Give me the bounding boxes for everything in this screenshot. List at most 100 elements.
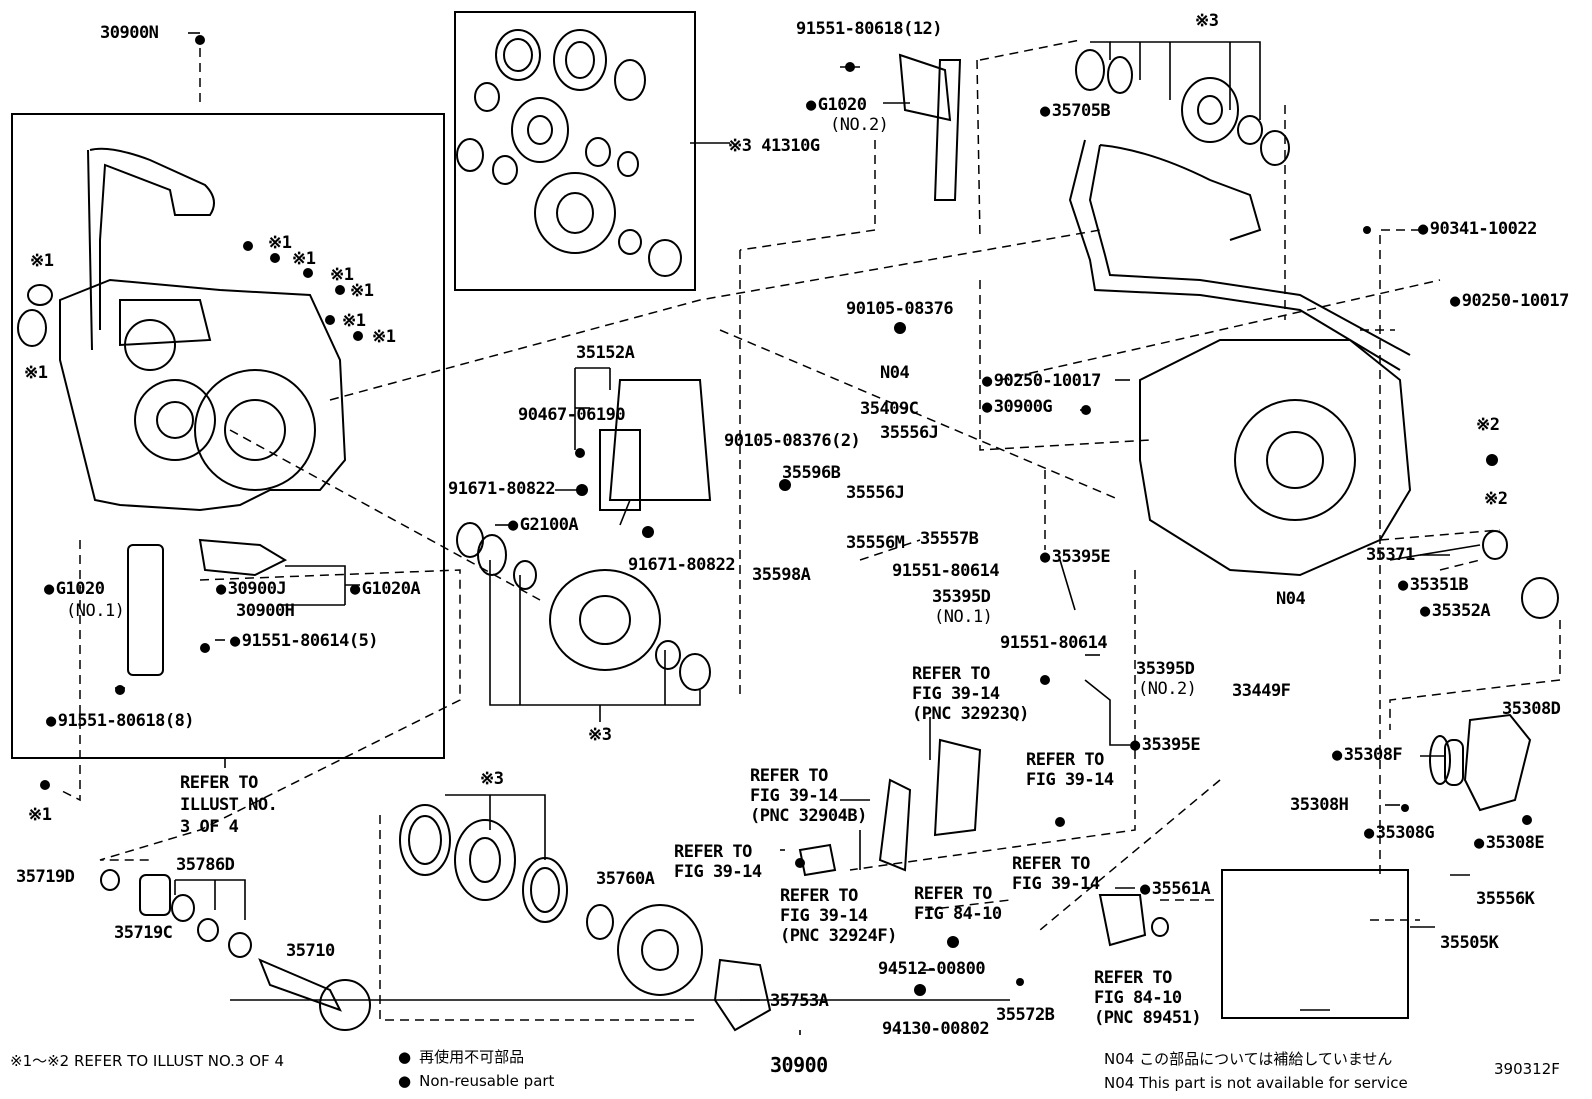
part-label-35719d: 35719D bbox=[16, 867, 75, 887]
part-label-g1020-no2: G1020 bbox=[806, 96, 867, 114]
lower-parts bbox=[100, 735, 1451, 1032]
part-label-n04-b: N04 bbox=[1276, 589, 1306, 609]
part-label-g1020-no1: G1020 bbox=[44, 580, 105, 598]
part-label-30900g: 30900G bbox=[982, 398, 1053, 416]
part-label-n04-a: N04 bbox=[880, 363, 910, 383]
reference-note-32904b: REFER TO FIG 39-14 (PNC 32904B) bbox=[750, 766, 867, 826]
reference-note-89451: REFER TO FIG 84-10 (PNC 89451) bbox=[1094, 968, 1202, 1028]
note-mark-1-e: ※1 bbox=[342, 311, 366, 331]
note-mark-3-top: ※3 bbox=[1195, 11, 1219, 31]
legend-bullet-jp: ● bbox=[398, 1048, 412, 1066]
part-label-no1-a: (NO.1) bbox=[934, 607, 993, 627]
part-label-35596b: 35596B bbox=[782, 463, 841, 483]
part-label-35395d-a: 35395D bbox=[932, 587, 991, 607]
part-label-g1020a: G1020A bbox=[350, 580, 421, 598]
fasteners bbox=[40, 35, 1532, 996]
solid-leaders bbox=[115, 32, 1481, 1035]
part-label-35556j-b: 35556J bbox=[846, 483, 905, 503]
bearing-kit-frame bbox=[454, 11, 696, 291]
differential-parts bbox=[456, 379, 712, 691]
note-mark-1-c: ※1 bbox=[330, 265, 354, 285]
part-label-35308d: 35308D bbox=[1502, 699, 1561, 719]
part-label-91551-80614-a: 91551-80614 bbox=[892, 561, 1000, 581]
part-label-no2-a: (NO.2) bbox=[830, 115, 889, 135]
note-mark-1-d: ※1 bbox=[350, 281, 374, 301]
left-housing-frame bbox=[11, 113, 445, 759]
reference-note-39-14-b: REFER TO FIG 39-14 bbox=[674, 842, 762, 882]
part-label-35556m: 35556M bbox=[846, 533, 905, 553]
sensor-kit-frame bbox=[1221, 869, 1409, 1019]
main-part-number: 30900 bbox=[770, 1053, 828, 1077]
note-mark-1-b: ※1 bbox=[292, 249, 316, 269]
part-label-35409c: 35409C bbox=[860, 399, 919, 419]
part-label-g2100a: G2100A bbox=[508, 516, 579, 534]
reference-note-39-14-c: REFER TO FIG 39-14 bbox=[1012, 854, 1100, 894]
figure-code: 390312F bbox=[1494, 1060, 1560, 1078]
part-label-35556j-a: 35556J bbox=[880, 423, 939, 443]
reference-note-illust: REFER TO ILLUST NO. 3 OF 4 bbox=[180, 773, 278, 837]
part-label-94512-00800: 94512-00800 bbox=[878, 959, 986, 979]
part-label-91551-80618-12: 91551-80618(12) bbox=[796, 19, 943, 39]
part-label-35556k: 35556K bbox=[1476, 889, 1535, 909]
part-label-35786d: 35786D bbox=[176, 855, 235, 875]
part-label-90250-10017-a: 90250-10017 bbox=[1450, 292, 1570, 310]
part-label-35561a: 35561A bbox=[1140, 880, 1211, 898]
reference-note-39-14-a: REFER TO FIG 39-14 bbox=[1026, 750, 1114, 790]
part-label-35152a: 35152A bbox=[576, 343, 635, 363]
part-label-35598a: 35598A bbox=[752, 565, 811, 585]
part-label-no2-b: (NO.2) bbox=[1138, 679, 1197, 699]
part-label-no1-b: (NO.1) bbox=[66, 601, 125, 621]
part-label-35719c: 35719C bbox=[114, 923, 173, 943]
part-label-90467-06190: 90467-06190 bbox=[518, 405, 626, 425]
part-label-30900h: 30900H bbox=[236, 601, 295, 621]
part-label-30900j: 30900J bbox=[216, 580, 287, 598]
note-mark-3-bottom: ※3 bbox=[480, 769, 504, 789]
part-label-35753a: 35753A bbox=[770, 991, 829, 1011]
part-label-41310g: ※3 41310G bbox=[728, 136, 820, 156]
part-label-35395d-b: 35395D bbox=[1136, 659, 1195, 679]
note-mark-1-g: ※1 bbox=[30, 251, 54, 271]
part-label-94130-00802: 94130-00802 bbox=[882, 1019, 990, 1039]
legend-jp-text: 再使用不可部品 bbox=[419, 1048, 525, 1066]
n04-note-jp: N04 この部品については補給していません bbox=[1104, 1050, 1393, 1068]
part-label-35705b: 35705B bbox=[1040, 102, 1111, 120]
transaxle-housing-left bbox=[17, 147, 347, 676]
note-mark-2-b: ※2 bbox=[1484, 489, 1508, 509]
part-label-91671-80822-b: 91671-80822 bbox=[628, 555, 736, 575]
note-mark-1-f: ※1 bbox=[372, 327, 396, 347]
part-label-90105-08376-2: 90105-08376(2) bbox=[724, 431, 861, 451]
bearing-kit-parts bbox=[456, 29, 682, 277]
legend-en-text: Non-reusable part bbox=[419, 1072, 555, 1090]
note-mark-2-a: ※2 bbox=[1476, 415, 1500, 435]
part-label-35710: 35710 bbox=[286, 941, 335, 961]
part-label-35572b: 35572B bbox=[996, 1005, 1055, 1025]
footnote-refer-illust: ※1～※2 REFER TO ILLUST NO.3 OF 4 bbox=[10, 1052, 284, 1070]
reference-note-84-10-a: REFER TO FIG 84-10 bbox=[914, 884, 1002, 924]
part-label-90105-08376: 90105-08376 bbox=[846, 299, 954, 319]
legend-non-reusable-en: ● Non-reusable part bbox=[398, 1072, 554, 1090]
dashed-leaders bbox=[59, 39, 1561, 1021]
n04-note-en: N04 This part is not available for servi… bbox=[1104, 1074, 1408, 1092]
legend-bullet-en: ● bbox=[398, 1072, 412, 1090]
transaxle-housing-right bbox=[898, 49, 1559, 812]
part-label-91551-80618-8: 91551-80618(8) bbox=[46, 712, 195, 730]
part-label-91671-80822-a: 91671-80822 bbox=[448, 479, 556, 499]
part-label-35351b: 35351B bbox=[1398, 576, 1469, 594]
part-label-35395e-a: 35395E bbox=[1040, 548, 1111, 566]
note-mark-3-mid: ※3 bbox=[588, 725, 612, 745]
part-label-35308e: 35308E bbox=[1474, 834, 1545, 852]
part-label-35308g: 35308G bbox=[1364, 824, 1435, 842]
note-mark-1-bottom: ※1 bbox=[28, 805, 52, 825]
part-label-35395e-b: 35395E bbox=[1130, 736, 1201, 754]
reference-note-32923q: REFER TO FIG 39-14 (PNC 32923Q) bbox=[912, 664, 1029, 724]
part-label-90250-10017-b: 90250-10017 bbox=[982, 372, 1102, 390]
part-label-35557b: 35557B bbox=[920, 529, 979, 549]
part-label-35308f: 35308F bbox=[1332, 746, 1403, 764]
part-label-35308h: 35308H bbox=[1290, 795, 1349, 815]
part-label-35371: 35371 bbox=[1366, 545, 1415, 565]
part-label-33449f: 33449F bbox=[1232, 681, 1291, 701]
legend-non-reusable-jp: ● 再使用不可部品 bbox=[398, 1046, 524, 1067]
part-label-30900n: 30900N bbox=[100, 23, 159, 43]
